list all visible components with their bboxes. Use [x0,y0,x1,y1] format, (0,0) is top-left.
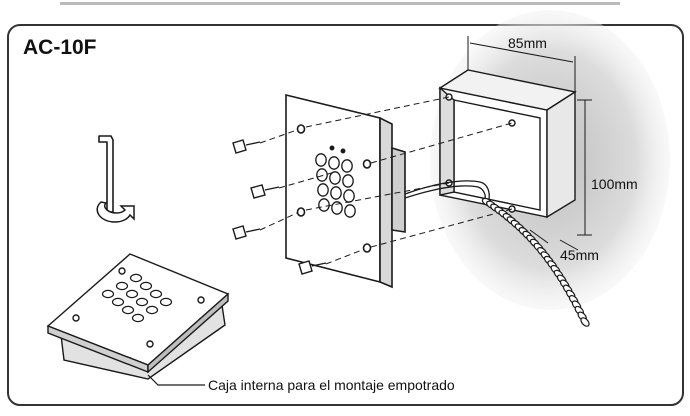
caption: Caja interna para el montaje empotrado [208,377,455,393]
screw-icon [232,139,327,275]
keypad-key [129,273,143,283]
rotate-arrow-icon [96,201,135,223]
keypad-key [115,281,129,291]
led-indicator [340,148,346,154]
keypad-key [315,153,327,167]
cutoff-text-line [60,2,620,5]
cable [404,180,490,201]
dimension-depth: 45mm [560,247,599,263]
keypad-key [329,171,341,185]
keypad-key [145,305,159,315]
led-indicator [329,145,335,151]
keypad-key [149,289,163,299]
keypad-key [341,159,353,173]
keypad-key [139,281,153,291]
keypad-key [330,186,342,200]
keypad-key [331,201,343,215]
keypad-key [121,305,135,315]
keypad-key [125,289,139,299]
keypad-key [159,297,173,307]
keypad-key [135,297,149,307]
keypad-key [317,183,329,197]
model-label: AC-10F [23,36,97,59]
keypad-key [131,313,145,323]
keypad-key [316,168,328,182]
dimension-lines [467,36,592,251]
caption-leader [147,374,205,386]
keypad-key [328,156,340,170]
conduit-icon [481,197,590,327]
keypad-icon [315,145,356,218]
flush-unit-keypad [101,273,173,323]
keypad-key [101,289,115,299]
keypad-key [342,174,354,188]
dimension-width: 85mm [508,35,547,51]
keypad-key [111,297,125,307]
keypad-key [318,198,330,212]
flush-mount-box [438,69,577,219]
keypad-key [344,204,356,218]
conduit-ring [580,317,590,327]
dimension-height: 100mm [591,176,638,192]
flush-unit [46,253,230,380]
keypad-key [343,189,355,203]
